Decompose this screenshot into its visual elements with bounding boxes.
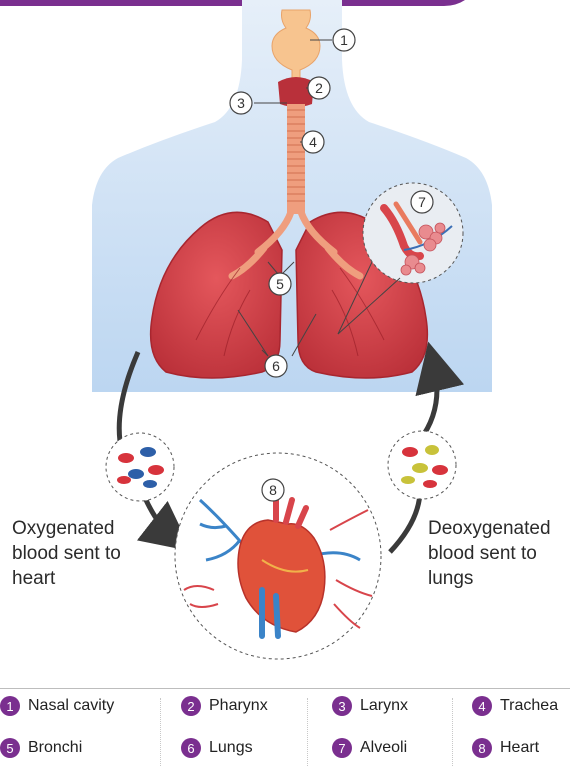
legend-number-badge: 1 bbox=[0, 696, 20, 716]
legend-item-trachea: 4 Trachea bbox=[472, 696, 558, 716]
legend-item-nasal-cavity: 1 Nasal cavity bbox=[0, 696, 114, 716]
legend-number-badge: 3 bbox=[332, 696, 352, 716]
trachea-shape bbox=[287, 104, 305, 214]
callout-number: 5 bbox=[276, 276, 284, 292]
legend-label: Nasal cavity bbox=[28, 697, 114, 715]
deoxygenated-blood-cells bbox=[388, 431, 456, 499]
legend-divider bbox=[307, 698, 308, 766]
legend-divider bbox=[452, 698, 453, 766]
legend-number-badge: 5 bbox=[0, 738, 20, 758]
callout-3: 3 bbox=[230, 92, 252, 114]
legend-number-badge: 2 bbox=[181, 696, 201, 716]
legend-label: Larynx bbox=[360, 697, 408, 715]
callout-number: 1 bbox=[340, 32, 348, 48]
callout-8: 8 bbox=[262, 479, 284, 501]
legend-item-pharynx: 2 Pharynx bbox=[181, 696, 268, 716]
deoxygenated-arrow bbox=[390, 490, 420, 552]
callout-number: 6 bbox=[272, 358, 280, 374]
legend-label: Lungs bbox=[209, 739, 253, 757]
deoxygenated-caption: Deoxygenated blood sent to lungs bbox=[428, 516, 551, 591]
legend-label: Trachea bbox=[500, 697, 558, 715]
legend-item-larynx: 3 Larynx bbox=[332, 696, 408, 716]
callout-number: 8 bbox=[269, 482, 277, 498]
legend-item-lungs: 6 Lungs bbox=[181, 738, 253, 758]
oxygenated-blood-cells bbox=[106, 433, 174, 501]
top-banner bbox=[0, 0, 465, 6]
legend-label: Bronchi bbox=[28, 739, 82, 757]
legend-label: Pharynx bbox=[209, 697, 268, 715]
callout-4: 4 bbox=[302, 131, 324, 153]
callout-7: 7 bbox=[411, 191, 433, 213]
callout-5: 5 bbox=[269, 273, 291, 295]
legend-number-badge: 8 bbox=[472, 738, 492, 758]
legend-number-badge: 7 bbox=[332, 738, 352, 758]
callout-number: 2 bbox=[315, 80, 323, 96]
callout-number: 7 bbox=[418, 194, 426, 210]
legend-label: Alveoli bbox=[360, 739, 407, 757]
callout-6: 6 bbox=[265, 355, 287, 377]
legend-number-badge: 6 bbox=[181, 738, 201, 758]
legend-item-bronchi: 5 Bronchi bbox=[0, 738, 82, 758]
callout-number: 4 bbox=[309, 134, 317, 150]
legend-label: Heart bbox=[500, 739, 539, 757]
callout-1: 1 bbox=[333, 29, 355, 51]
oxygenated-caption: Oxygenated blood sent to heart bbox=[12, 516, 121, 591]
legend-number-badge: 4 bbox=[472, 696, 492, 716]
legend-item-alveoli: 7 Alveoli bbox=[332, 738, 407, 758]
legend-divider bbox=[160, 698, 161, 766]
legend-item-heart: 8 Heart bbox=[472, 738, 539, 758]
callout-2: 2 bbox=[308, 77, 330, 99]
callout-number: 3 bbox=[237, 95, 245, 111]
